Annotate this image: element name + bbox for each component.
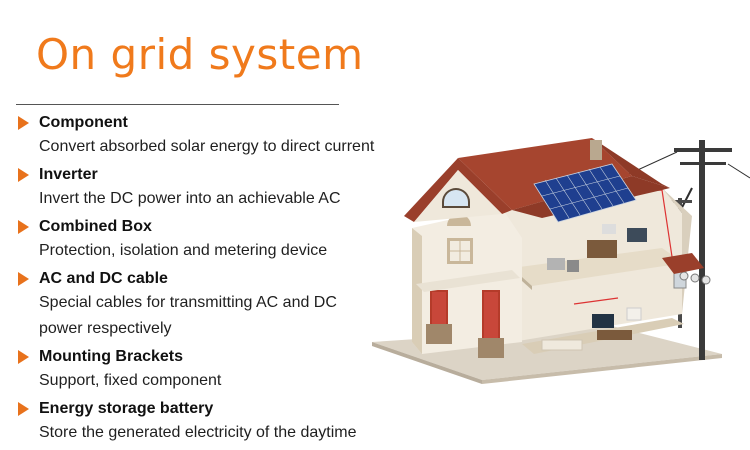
item-heading: AC and DC cable [39, 270, 168, 287]
list-item: Energy storage battery Store the generat… [18, 398, 418, 450]
list-item: Mounting Brackets Support, fixed compone… [18, 346, 418, 398]
list-item: AC and DC cable Special cables for trans… [18, 268, 418, 346]
item-description: Support, fixed component [39, 372, 222, 389]
item-description: Convert absorbed solar energy to direct … [39, 138, 375, 155]
item-description: Store the generated electricity of the d… [39, 424, 357, 441]
triangle-bullet-icon [18, 402, 29, 416]
triangle-bullet-icon [18, 272, 29, 286]
title-divider [16, 104, 339, 105]
triangle-bullet-icon [18, 116, 29, 130]
component-list: Component Convert absorbed solar energy … [18, 112, 418, 450]
list-item: Component Convert absorbed solar energy … [18, 112, 418, 164]
list-item: Inverter Invert the DC power into an ach… [18, 164, 418, 216]
item-heading: Inverter [39, 166, 98, 183]
item-heading: Energy storage battery [39, 400, 214, 417]
item-description: Invert the DC power into an achievable A… [39, 190, 341, 207]
list-item: Combined Box Protection, isolation and m… [18, 216, 418, 268]
item-heading: Mounting Brackets [39, 348, 184, 365]
item-description: Protection, isolation and metering devic… [39, 242, 328, 259]
triangle-bullet-icon [18, 168, 29, 182]
triangle-bullet-icon [18, 350, 29, 364]
solar-house-cutaway-icon [362, 118, 750, 440]
item-heading: Component [39, 114, 128, 131]
triangle-bullet-icon [18, 220, 29, 234]
page-title: On grid system [36, 30, 364, 79]
item-heading: Combined Box [39, 218, 152, 235]
item-description: Special cables for transmitting AC and D… [39, 294, 337, 311]
item-description: power respectively [39, 320, 172, 337]
